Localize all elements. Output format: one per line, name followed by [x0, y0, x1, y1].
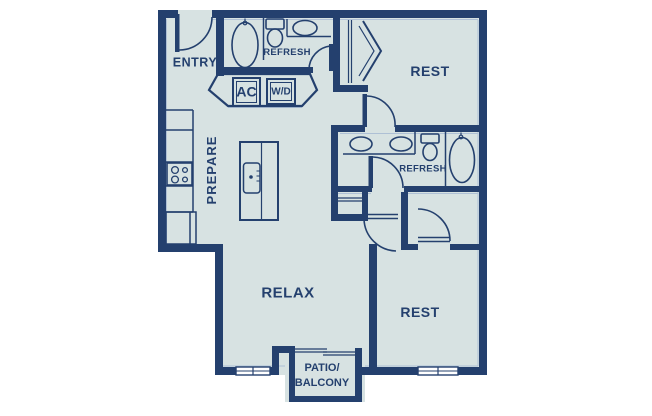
- entry-door: [175, 14, 213, 52]
- wall-left: [158, 10, 166, 252]
- wall-closet1-bottom: [338, 85, 368, 92]
- bifold-closet-doors-icon: [358, 20, 383, 82]
- unit-floor: [158, 10, 487, 375]
- bath1-door: [308, 44, 334, 71]
- entry-label: ENTRY: [173, 56, 218, 70]
- wall-closet2-bottom-b: [450, 244, 480, 250]
- wall-patio-right: [355, 348, 362, 402]
- wall-left-lower: [215, 244, 223, 375]
- bathtub-icon: [448, 132, 476, 184]
- doors: [175, 14, 451, 252]
- bath1-fixtures: [231, 18, 331, 69]
- wall-hall-vertical: [331, 125, 338, 221]
- utility-closets: [207, 72, 319, 108]
- bath2-label: REFRESH: [399, 164, 447, 175]
- wall-bath2-south-a: [331, 186, 372, 192]
- bath2-door: [368, 156, 404, 189]
- island-sink-icon: [242, 162, 261, 194]
- toilet-icon: [420, 133, 440, 162]
- wall-right: [479, 10, 487, 375]
- wall-patio-step: [272, 346, 279, 375]
- wall-bottom-rest2-a: [362, 367, 418, 375]
- living-label: RELAX: [261, 285, 314, 302]
- stove-burners-icon: [166, 162, 193, 186]
- windows: [235, 348, 459, 376]
- wall-rest2-west: [369, 244, 377, 368]
- walls: [158, 10, 487, 402]
- bath1-label: REFRESH: [263, 47, 311, 58]
- wall-bath1-right-closet: [333, 10, 340, 92]
- wall-bath1-left: [216, 18, 224, 76]
- toilet-icon: [265, 18, 285, 48]
- floor-areas: [158, 10, 487, 402]
- wall-rest1-south-b: [395, 125, 479, 132]
- bedroom1-label: REST: [410, 63, 449, 79]
- washer-dryer-box: [266, 78, 296, 105]
- double-vanity-icon: [343, 132, 416, 155]
- ac-closet-label: AC: [236, 84, 256, 100]
- rest2-closet-door: [417, 208, 451, 243]
- sliding-patio-door: [295, 348, 355, 356]
- wall-bottom-relax-a: [215, 367, 236, 375]
- patio-label-line1: PATIO/: [304, 362, 339, 374]
- bath2-fixtures: [343, 132, 476, 186]
- wall-bath1-south: [222, 67, 313, 73]
- wall-hall-stub: [331, 214, 368, 221]
- room-labels: ENTRY REFRESH AC W/D PREPARE REST REFRES…: [173, 47, 449, 389]
- vanity-sink-icon: [286, 19, 331, 38]
- ac-closet-box: [232, 77, 261, 107]
- closet-shelves: [338, 20, 362, 202]
- rest1-door: [362, 94, 396, 128]
- wall-patio-bottom: [289, 396, 362, 402]
- wall-rest1-south-a: [331, 125, 365, 132]
- bathtub-icon: [231, 18, 259, 69]
- rest2-door: [362, 213, 398, 252]
- patio-label-line2: BALCONY: [295, 377, 350, 389]
- wall-patio-top: [272, 346, 295, 353]
- window-rest2: [417, 366, 459, 376]
- wall-patio-left: [289, 348, 295, 402]
- kitchen-island: [239, 141, 279, 221]
- wall-linen-closet-right: [362, 192, 368, 216]
- wall-top: [212, 10, 487, 18]
- wall-bottom-rest2-b: [458, 367, 487, 375]
- bedroom2-label: REST: [400, 304, 439, 320]
- wall-step-left: [158, 244, 222, 252]
- kitchen-fixtures: [165, 109, 279, 245]
- wall-top-left-of-entry-door: [158, 10, 178, 18]
- wall-bath2-south-b: [404, 186, 480, 192]
- patio-floor: [285, 348, 365, 402]
- kitchen-cabinet-lower: [165, 211, 197, 245]
- window-relax: [235, 366, 271, 376]
- laundry-label: W/D: [271, 87, 290, 98]
- wall-closet2-west: [401, 192, 408, 250]
- utility-band-outline: [207, 72, 319, 108]
- kitchen-label: PREPARE: [204, 136, 219, 205]
- wall-closet2-bottom-a: [401, 244, 418, 250]
